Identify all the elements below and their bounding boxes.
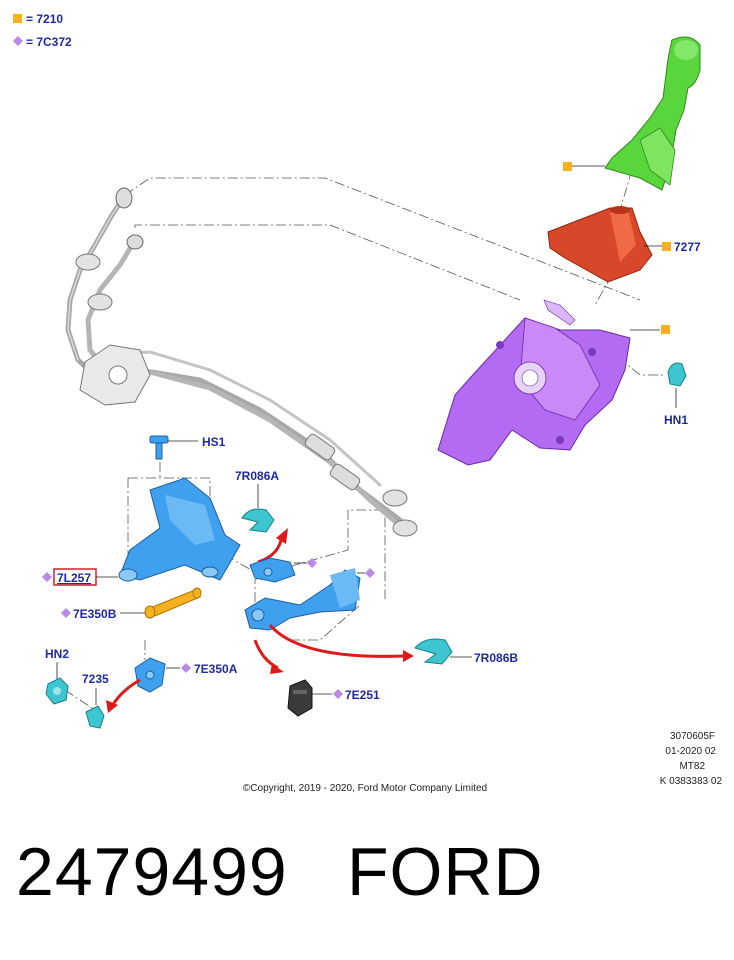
red-arrow-2-head [403, 650, 414, 662]
bracket-diamond-marker [42, 572, 52, 582]
red-arrow-3 [253, 639, 279, 670]
red-arrow-4 [110, 678, 141, 707]
callout-hn2: HN2 [45, 647, 69, 661]
block-7e251-part [287, 679, 313, 717]
red-arrow-1-head [276, 528, 288, 544]
gear-boot-part [547, 206, 653, 283]
part-number: 2479499 [16, 834, 288, 910]
callout-hs1: HS1 [202, 435, 226, 449]
hs1-bolt-part [149, 435, 169, 460]
shifter-housing-part [437, 299, 631, 466]
callout-7235: 7235 [82, 672, 109, 686]
callout-hn1: HN1 [664, 413, 688, 427]
lever-diamond-marker [365, 568, 375, 578]
pivot-diamond-marker [307, 558, 317, 568]
brand-name: FORD [347, 834, 544, 910]
drawing-metadata: 3070605F 01-2020 02 MT82 K 0383383 02 [660, 731, 723, 787]
callout-7r086b: 7R086B [474, 651, 518, 665]
meta-line-2: 01-2020 02 [665, 746, 716, 757]
rod-7e350b-part [144, 587, 202, 619]
hn2-nut-part [45, 677, 69, 705]
meta-line-4: K 0383383 02 [660, 776, 723, 787]
pin-7235-part [85, 705, 105, 729]
pivot-small-part [249, 557, 296, 583]
red-arrow-2 [268, 624, 406, 658]
shifter-housing-marker [661, 325, 670, 334]
copyright-notice: ©Copyright, 2019 - 2020, Ford Motor Comp… [243, 783, 487, 794]
cable-end-fittings [75, 187, 418, 537]
gear-knob-marker [563, 162, 572, 171]
red-arrow-3-head [270, 664, 284, 674]
link-7e350a-part [134, 657, 166, 693]
hn1-nut-part [667, 362, 687, 387]
selector-bracket-part [118, 477, 241, 582]
legend: = 7210 = 7C372 [13, 12, 72, 49]
link-diamond-marker [181, 663, 191, 673]
legend-diamond-text: = 7C372 [26, 35, 72, 49]
gear-knob-part [604, 36, 701, 191]
gear-boot-marker [662, 242, 671, 251]
callout-7e350a: 7E350A [194, 662, 238, 676]
meta-line-3: MT82 [679, 761, 705, 772]
selector-lever-part [244, 568, 361, 631]
callout-7r086a: 7R086A [235, 469, 279, 483]
block-diamond-marker [333, 689, 343, 699]
meta-line-1: 3070605F [670, 731, 715, 742]
callout-7l257: 7L257 [57, 571, 91, 585]
callout-7e350b: 7E350B [73, 607, 117, 621]
legend-diamond-marker [13, 36, 23, 46]
legend-square-text: = 7210 [26, 12, 63, 26]
legend-square-marker [13, 14, 22, 23]
callout-7e251: 7E251 [345, 688, 380, 702]
rod-diamond-marker [61, 608, 71, 618]
red-arrow-4-head [106, 700, 118, 713]
clip-7r086a-part [241, 508, 275, 533]
callout-7277: 7277 [674, 240, 701, 254]
clip-7r086b-part [414, 638, 453, 665]
